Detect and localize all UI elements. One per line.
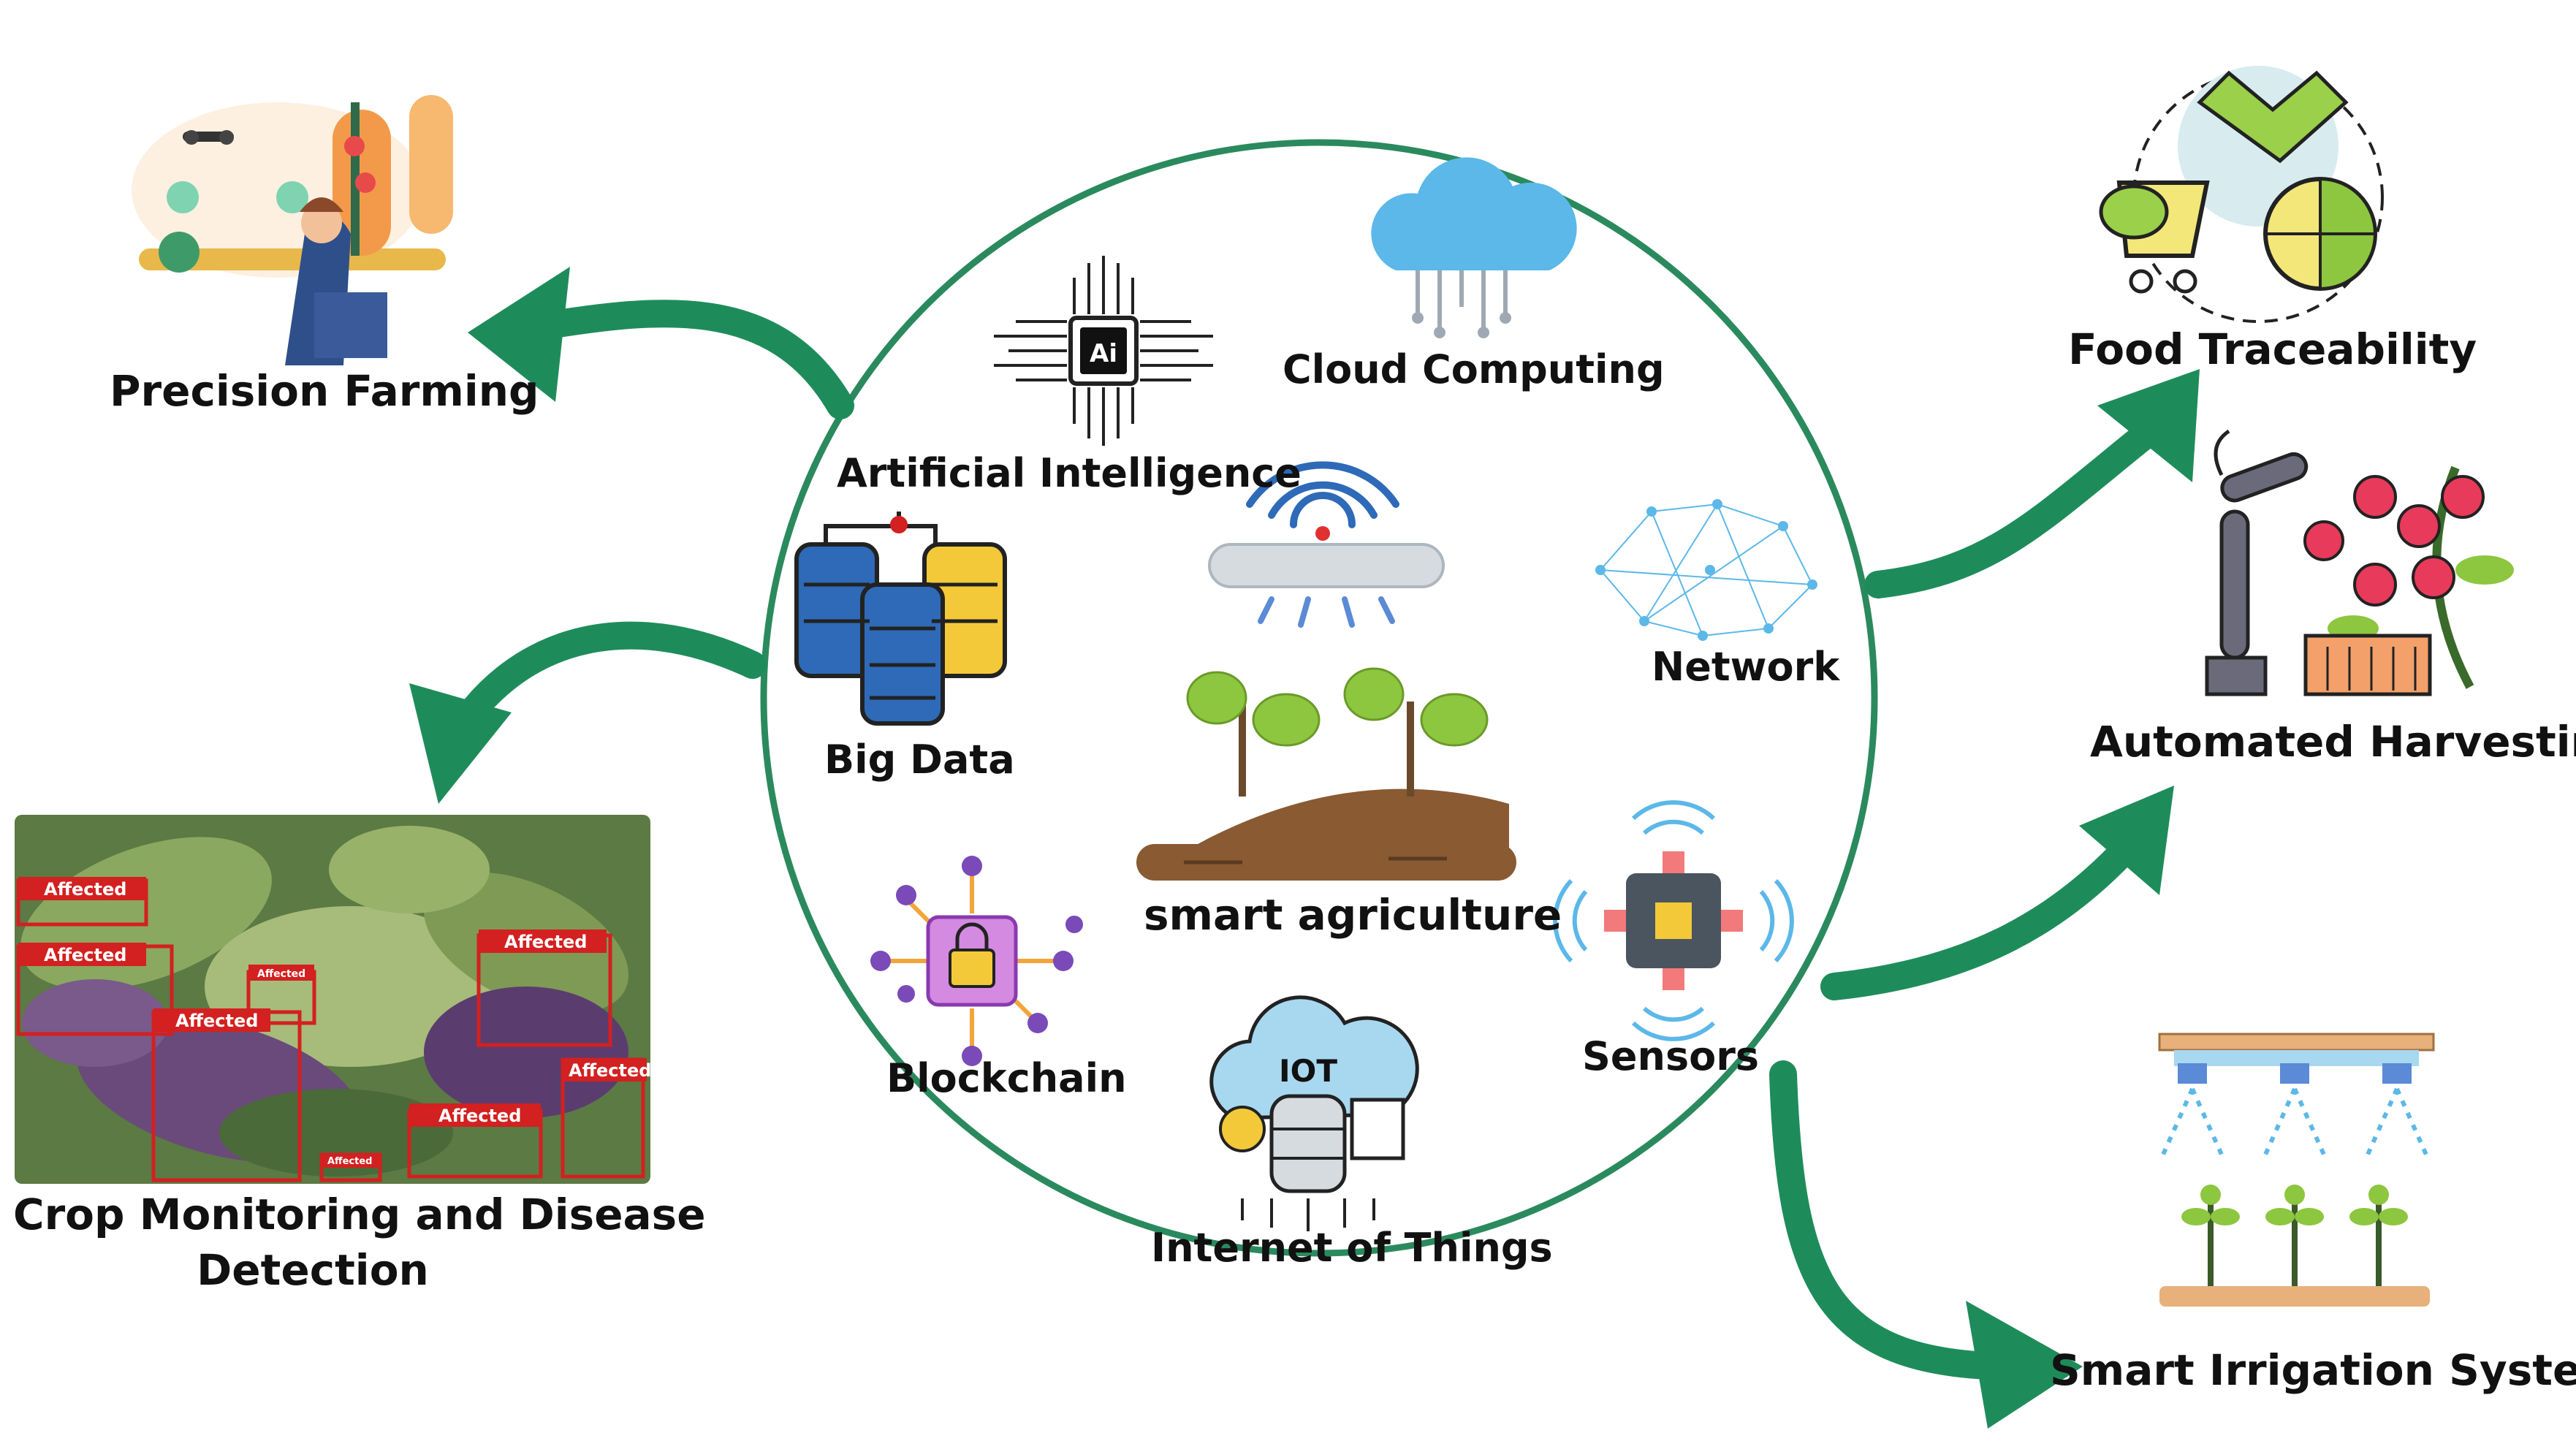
arrowheads — [409, 267, 2200, 1429]
label-cloud-computing: Cloud Computing — [1283, 346, 1665, 392]
irrigation-sprinkler-icon — [2158, 1033, 2435, 1307]
blockchain-icon — [870, 856, 1083, 1066]
label-smart-agriculture: smart agriculture — [1144, 890, 1562, 940]
arrowhead-food — [2097, 369, 2200, 482]
affected-tag: Affected — [569, 1060, 651, 1081]
arrow-to-precision-farming — [512, 300, 854, 419]
arrowhead-precision — [468, 267, 570, 402]
affected-tag: Affected — [257, 968, 305, 980]
arrowhead-crop — [409, 683, 512, 804]
handshake-cart-globe-icon — [2099, 66, 2384, 323]
label-big-data: Big Data — [824, 737, 1015, 783]
affected-tag: Affected — [438, 1106, 521, 1126]
label-artificial-intelligence: Artificial Intelligence — [837, 450, 1302, 496]
central-circle — [760, 139, 1878, 1257]
affected-tag: Affected — [327, 1156, 372, 1167]
affected-tag: Affected — [175, 1011, 258, 1031]
arrow-to-automated-harvesting — [1820, 826, 2148, 1000]
wifi-sprinkler-icon — [1208, 461, 1445, 628]
robot-arm-tomato-icon — [2205, 429, 2514, 696]
affected-tag: Affected — [44, 945, 126, 965]
label-precision-farming: Precision Farming — [110, 366, 539, 416]
arrowhead-irrigation — [1966, 1301, 2083, 1429]
label-crop-monitoring-line1: Crop Monitoring and Disease — [13, 1190, 706, 1239]
label-network: Network — [1652, 644, 1840, 690]
label-crop-monitoring-line2: Detection — [197, 1245, 429, 1295]
iot-icon: IOT — [1209, 995, 1419, 1231]
ai-chip-icon: Ai — [994, 256, 1213, 446]
arrow-to-food-traceability — [1864, 395, 2192, 598]
arrow-to-smart-irrigation — [1769, 1060, 2031, 1380]
label-sensors: Sensors — [1582, 1033, 1759, 1079]
affected-tag: Affected — [504, 932, 587, 952]
iot-text: IOT — [1279, 1053, 1337, 1089]
network-brain-icon — [1595, 499, 1817, 641]
label-automated-harvesting: Automated Harvesting — [2090, 717, 2576, 767]
diseased-leaf-photo: Affected Affected Affected Affected Affe… — [15, 815, 651, 1184]
drone-farmer-illustration — [132, 95, 453, 365]
arrowhead-harvest — [2079, 786, 2174, 895]
cloud-computing-icon — [1371, 157, 1577, 338]
affected-tag: Affected — [44, 879, 126, 900]
ai-chip-text: Ai — [1090, 339, 1117, 368]
sensor-chip-icon — [1553, 800, 1794, 1041]
label-food-traceability: Food Traceability — [2068, 324, 2477, 374]
big-data-icon — [794, 512, 1007, 726]
sprouts-soil-icon — [1136, 667, 1516, 881]
label-smart-irrigation: Smart Irrigation Systems — [2050, 1345, 2576, 1395]
label-internet-of-things: Internet of Things — [1151, 1225, 1553, 1271]
label-blockchain: Blockchain — [886, 1055, 1127, 1101]
